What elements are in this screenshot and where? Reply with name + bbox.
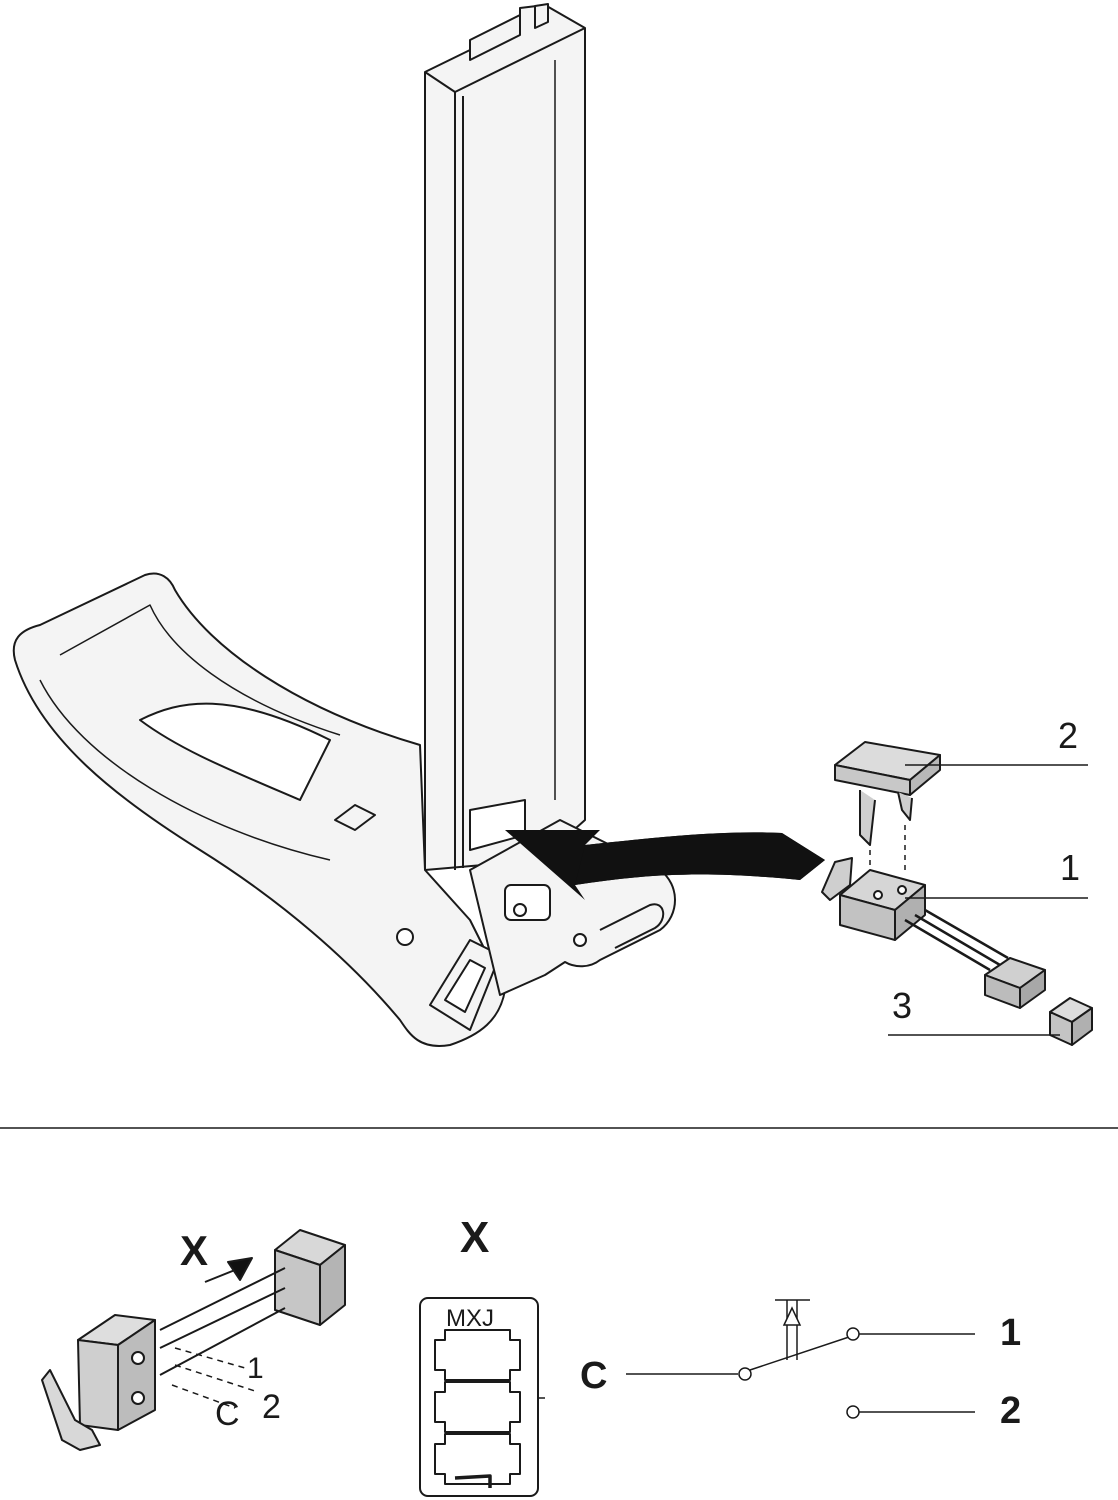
switch-schematic (626, 1299, 975, 1419)
connector-code: MXJ (446, 1305, 494, 1332)
mount-bracket (469, 799, 676, 996)
insert-arrow (505, 830, 825, 900)
callout-3: 3 (892, 985, 912, 1026)
connector-face (419, 1297, 545, 1497)
labels: 2 1 3 X 1 2 C X MXJ C 1 2 (180, 715, 1080, 1433)
schematic-common: C (580, 1355, 607, 1397)
schematic-out-1: 1 (1000, 1312, 1021, 1354)
wiring-view (41, 1229, 346, 1451)
wiring-pin-1: 1 (247, 1352, 264, 1385)
schematic-out-2: 2 (1000, 1390, 1021, 1432)
connector-title: X (460, 1213, 489, 1262)
callout-2: 2 (1058, 715, 1078, 756)
wiring-pin-2: 2 (262, 1388, 281, 1426)
wiring-pin-c: C (215, 1395, 240, 1433)
wiring-view-label: X (180, 1227, 208, 1274)
part-microswitch (821, 857, 1046, 1009)
callout-1: 1 (1060, 847, 1080, 888)
callout-leaders (888, 764, 1088, 1036)
handle-base (12, 572, 506, 1047)
upright-column (424, 3, 586, 871)
part-block (1049, 997, 1093, 1046)
part-cap (834, 741, 941, 880)
